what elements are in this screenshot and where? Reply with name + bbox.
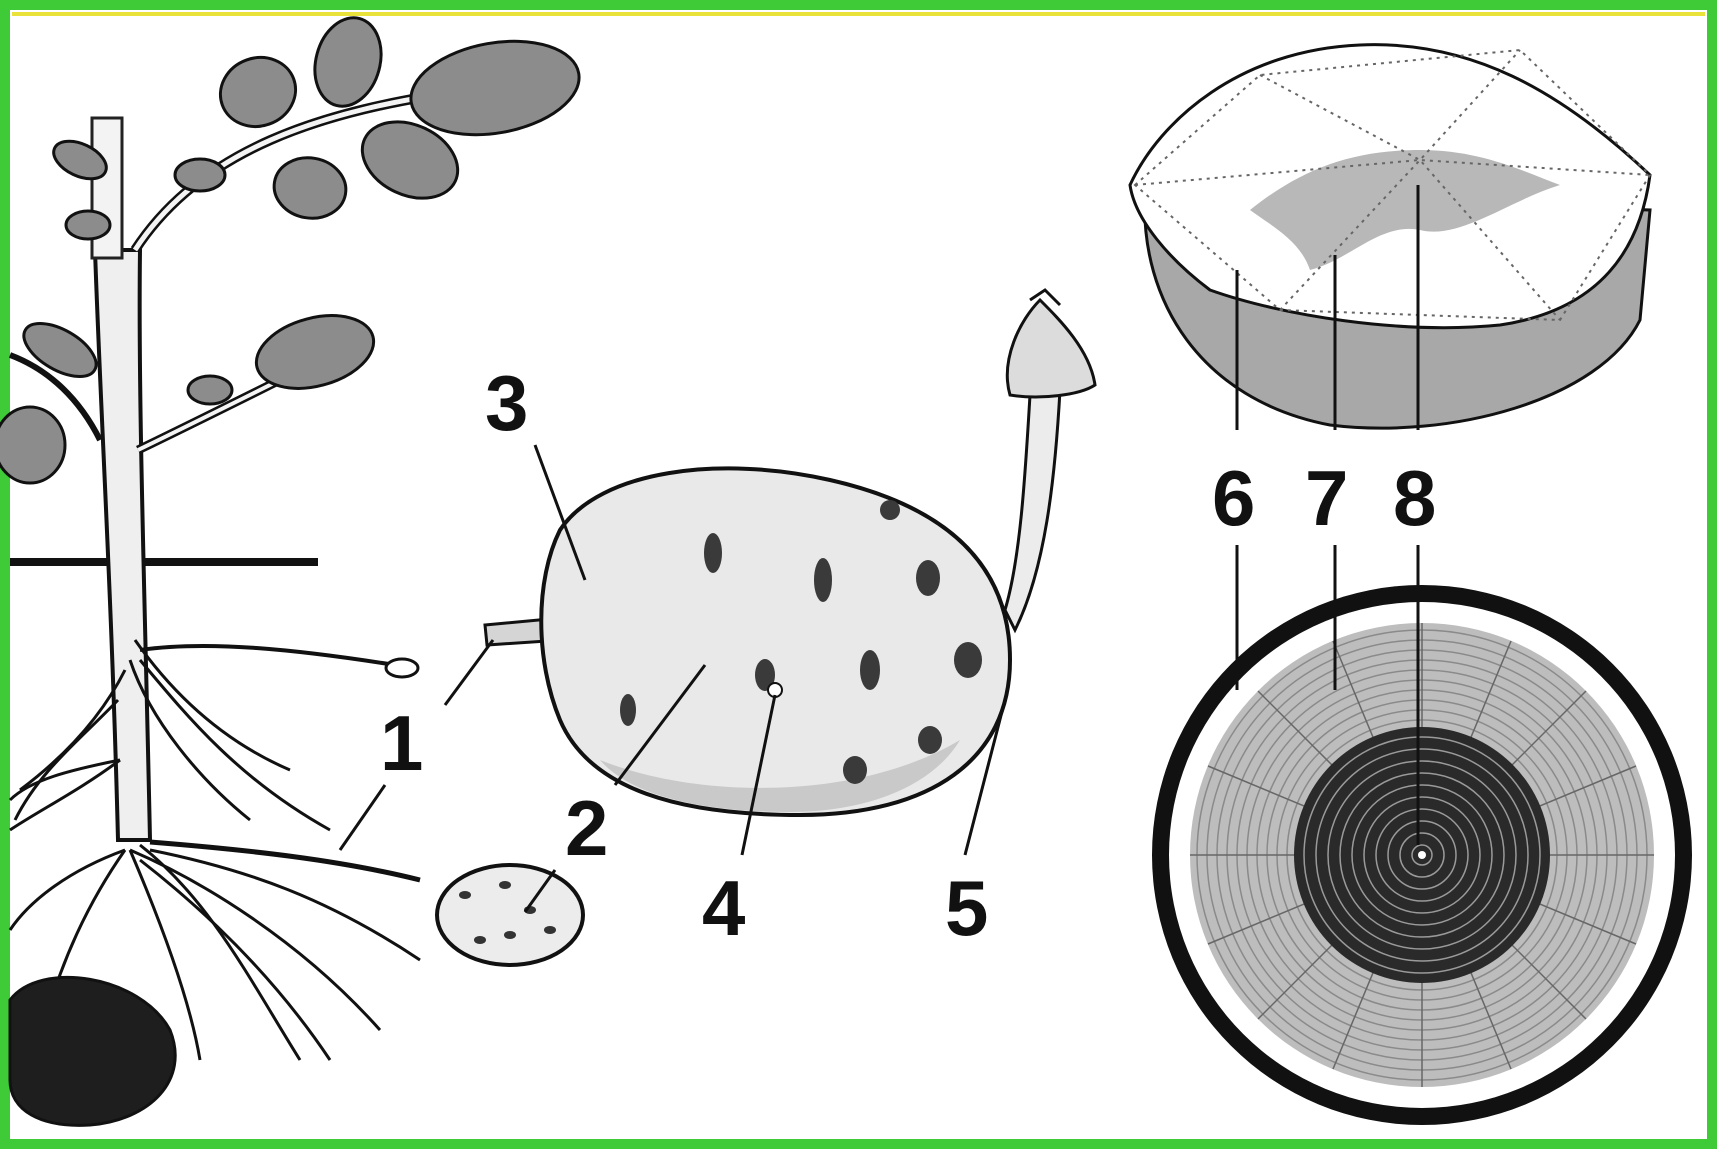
label-6: 6 — [1212, 454, 1255, 542]
label-3: 3 — [485, 359, 528, 447]
label-4: 4 — [702, 864, 745, 952]
young-tuber — [437, 865, 583, 965]
label-8: 8 — [1393, 454, 1436, 542]
stolon-lower — [150, 842, 420, 880]
label-7: 7 — [1305, 454, 1348, 542]
stolon-upper — [140, 646, 395, 665]
leader-1a — [445, 640, 493, 705]
label-2: 2 — [565, 784, 608, 872]
potato-plant-illustration — [0, 10, 587, 1125]
sprout — [1005, 390, 1060, 630]
sprouting-tuber-illustration — [485, 290, 1095, 815]
main-stem — [95, 250, 150, 840]
label-5: 5 — [945, 864, 988, 952]
mother-tuber — [10, 977, 175, 1125]
leaves-middle — [0, 304, 382, 483]
tree-cross-section-illustration — [1152, 585, 1692, 1125]
pith — [1418, 851, 1426, 859]
label-1: 1 — [380, 699, 423, 787]
leader-1b — [340, 785, 385, 850]
stem-slice-illustration — [1130, 45, 1650, 428]
